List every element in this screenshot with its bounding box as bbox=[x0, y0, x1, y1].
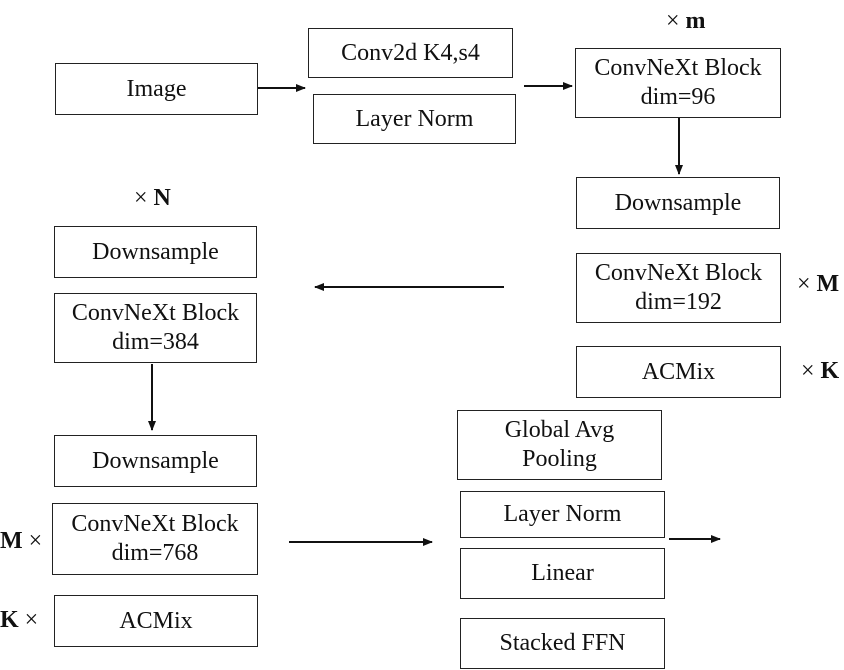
image-box: Image bbox=[55, 63, 258, 115]
convnext-192-title: ConvNeXt Block bbox=[594, 260, 763, 287]
convnext-384-title: ConvNeXt Block bbox=[71, 300, 240, 327]
global-avg-pooling-line-2: Pooling bbox=[522, 446, 597, 472]
conv2d-box: Conv2d K4,s4 bbox=[308, 28, 513, 78]
global-avg-pooling-line-1: Global Avg bbox=[504, 417, 615, 444]
multiplier-K-left: K × bbox=[0, 607, 39, 633]
multiplier-M-left: M × bbox=[0, 528, 43, 554]
convnext-block-384: ConvNeXt Block dim=384 bbox=[54, 293, 257, 363]
multiplier-N: × N bbox=[134, 185, 171, 211]
convnext-768-dim: dim=768 bbox=[111, 540, 199, 566]
image-label: Image bbox=[126, 75, 187, 102]
convnext-96-title: ConvNeXt Block bbox=[594, 55, 762, 82]
linear-label: Linear bbox=[531, 560, 594, 587]
linear-box: Linear bbox=[460, 548, 665, 599]
downsample-label-2: Downsample bbox=[92, 238, 219, 265]
downsample-label-1: Downsample bbox=[614, 189, 742, 216]
downsample-box-3: Downsample bbox=[54, 435, 257, 487]
downsample-label-3: Downsample bbox=[92, 447, 219, 474]
stacked-ffn-box: Stacked FFN bbox=[460, 618, 665, 669]
multiplier-M-right: × M bbox=[797, 271, 840, 297]
convnext-384-dim: dim=384 bbox=[112, 329, 199, 355]
acmix-label-2: ACMix bbox=[119, 607, 193, 634]
layer-norm-box-2: Layer Norm bbox=[460, 491, 665, 538]
stacked-ffn-label: Stacked FFN bbox=[499, 630, 626, 657]
acmix-box-1: ACMix bbox=[576, 346, 781, 398]
multiplier-K-right: × K bbox=[801, 358, 840, 384]
conv2d-label: Conv2d K4,s4 bbox=[341, 39, 480, 66]
convnext-768-title: ConvNeXt Block bbox=[71, 511, 239, 538]
convnext-block-192: ConvNeXt Block dim=192 bbox=[576, 253, 781, 323]
global-avg-pooling-box: Global Avg Pooling bbox=[457, 410, 662, 480]
convnext-block-768: ConvNeXt Block dim=768 bbox=[52, 503, 258, 575]
downsample-box-2: Downsample bbox=[54, 226, 257, 278]
layer-norm-label-1: Layer Norm bbox=[355, 105, 474, 132]
convnext-96-dim: dim=96 bbox=[640, 84, 716, 110]
layer-norm-box-1: Layer Norm bbox=[313, 94, 516, 144]
downsample-box-1: Downsample bbox=[576, 177, 780, 229]
layer-norm-label-2: Layer Norm bbox=[503, 501, 622, 528]
acmix-label-1: ACMix bbox=[641, 358, 716, 385]
convnext-block-96: ConvNeXt Block dim=96 bbox=[575, 48, 781, 118]
convnext-192-dim: dim=192 bbox=[635, 289, 722, 315]
multiplier-m: × m bbox=[666, 8, 706, 34]
acmix-box-2: ACMix bbox=[54, 595, 258, 647]
